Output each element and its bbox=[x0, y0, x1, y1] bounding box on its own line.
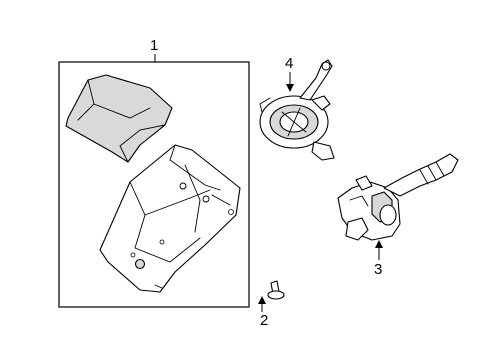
lower-shroud bbox=[99, 144, 241, 293]
callout-3-label: 3 bbox=[374, 261, 382, 278]
screw: 2 bbox=[258, 280, 285, 329]
callout-1-label: 1 bbox=[150, 37, 158, 54]
clockspring: 4 bbox=[259, 55, 335, 161]
multifunction-switch: 3 bbox=[337, 153, 459, 278]
assembly-box bbox=[58, 61, 250, 308]
callout-4-label: 4 bbox=[285, 55, 293, 72]
callout-1-group: 1 bbox=[58, 37, 250, 308]
upper-shroud bbox=[65, 74, 173, 163]
callout-2-label: 2 bbox=[260, 312, 268, 329]
